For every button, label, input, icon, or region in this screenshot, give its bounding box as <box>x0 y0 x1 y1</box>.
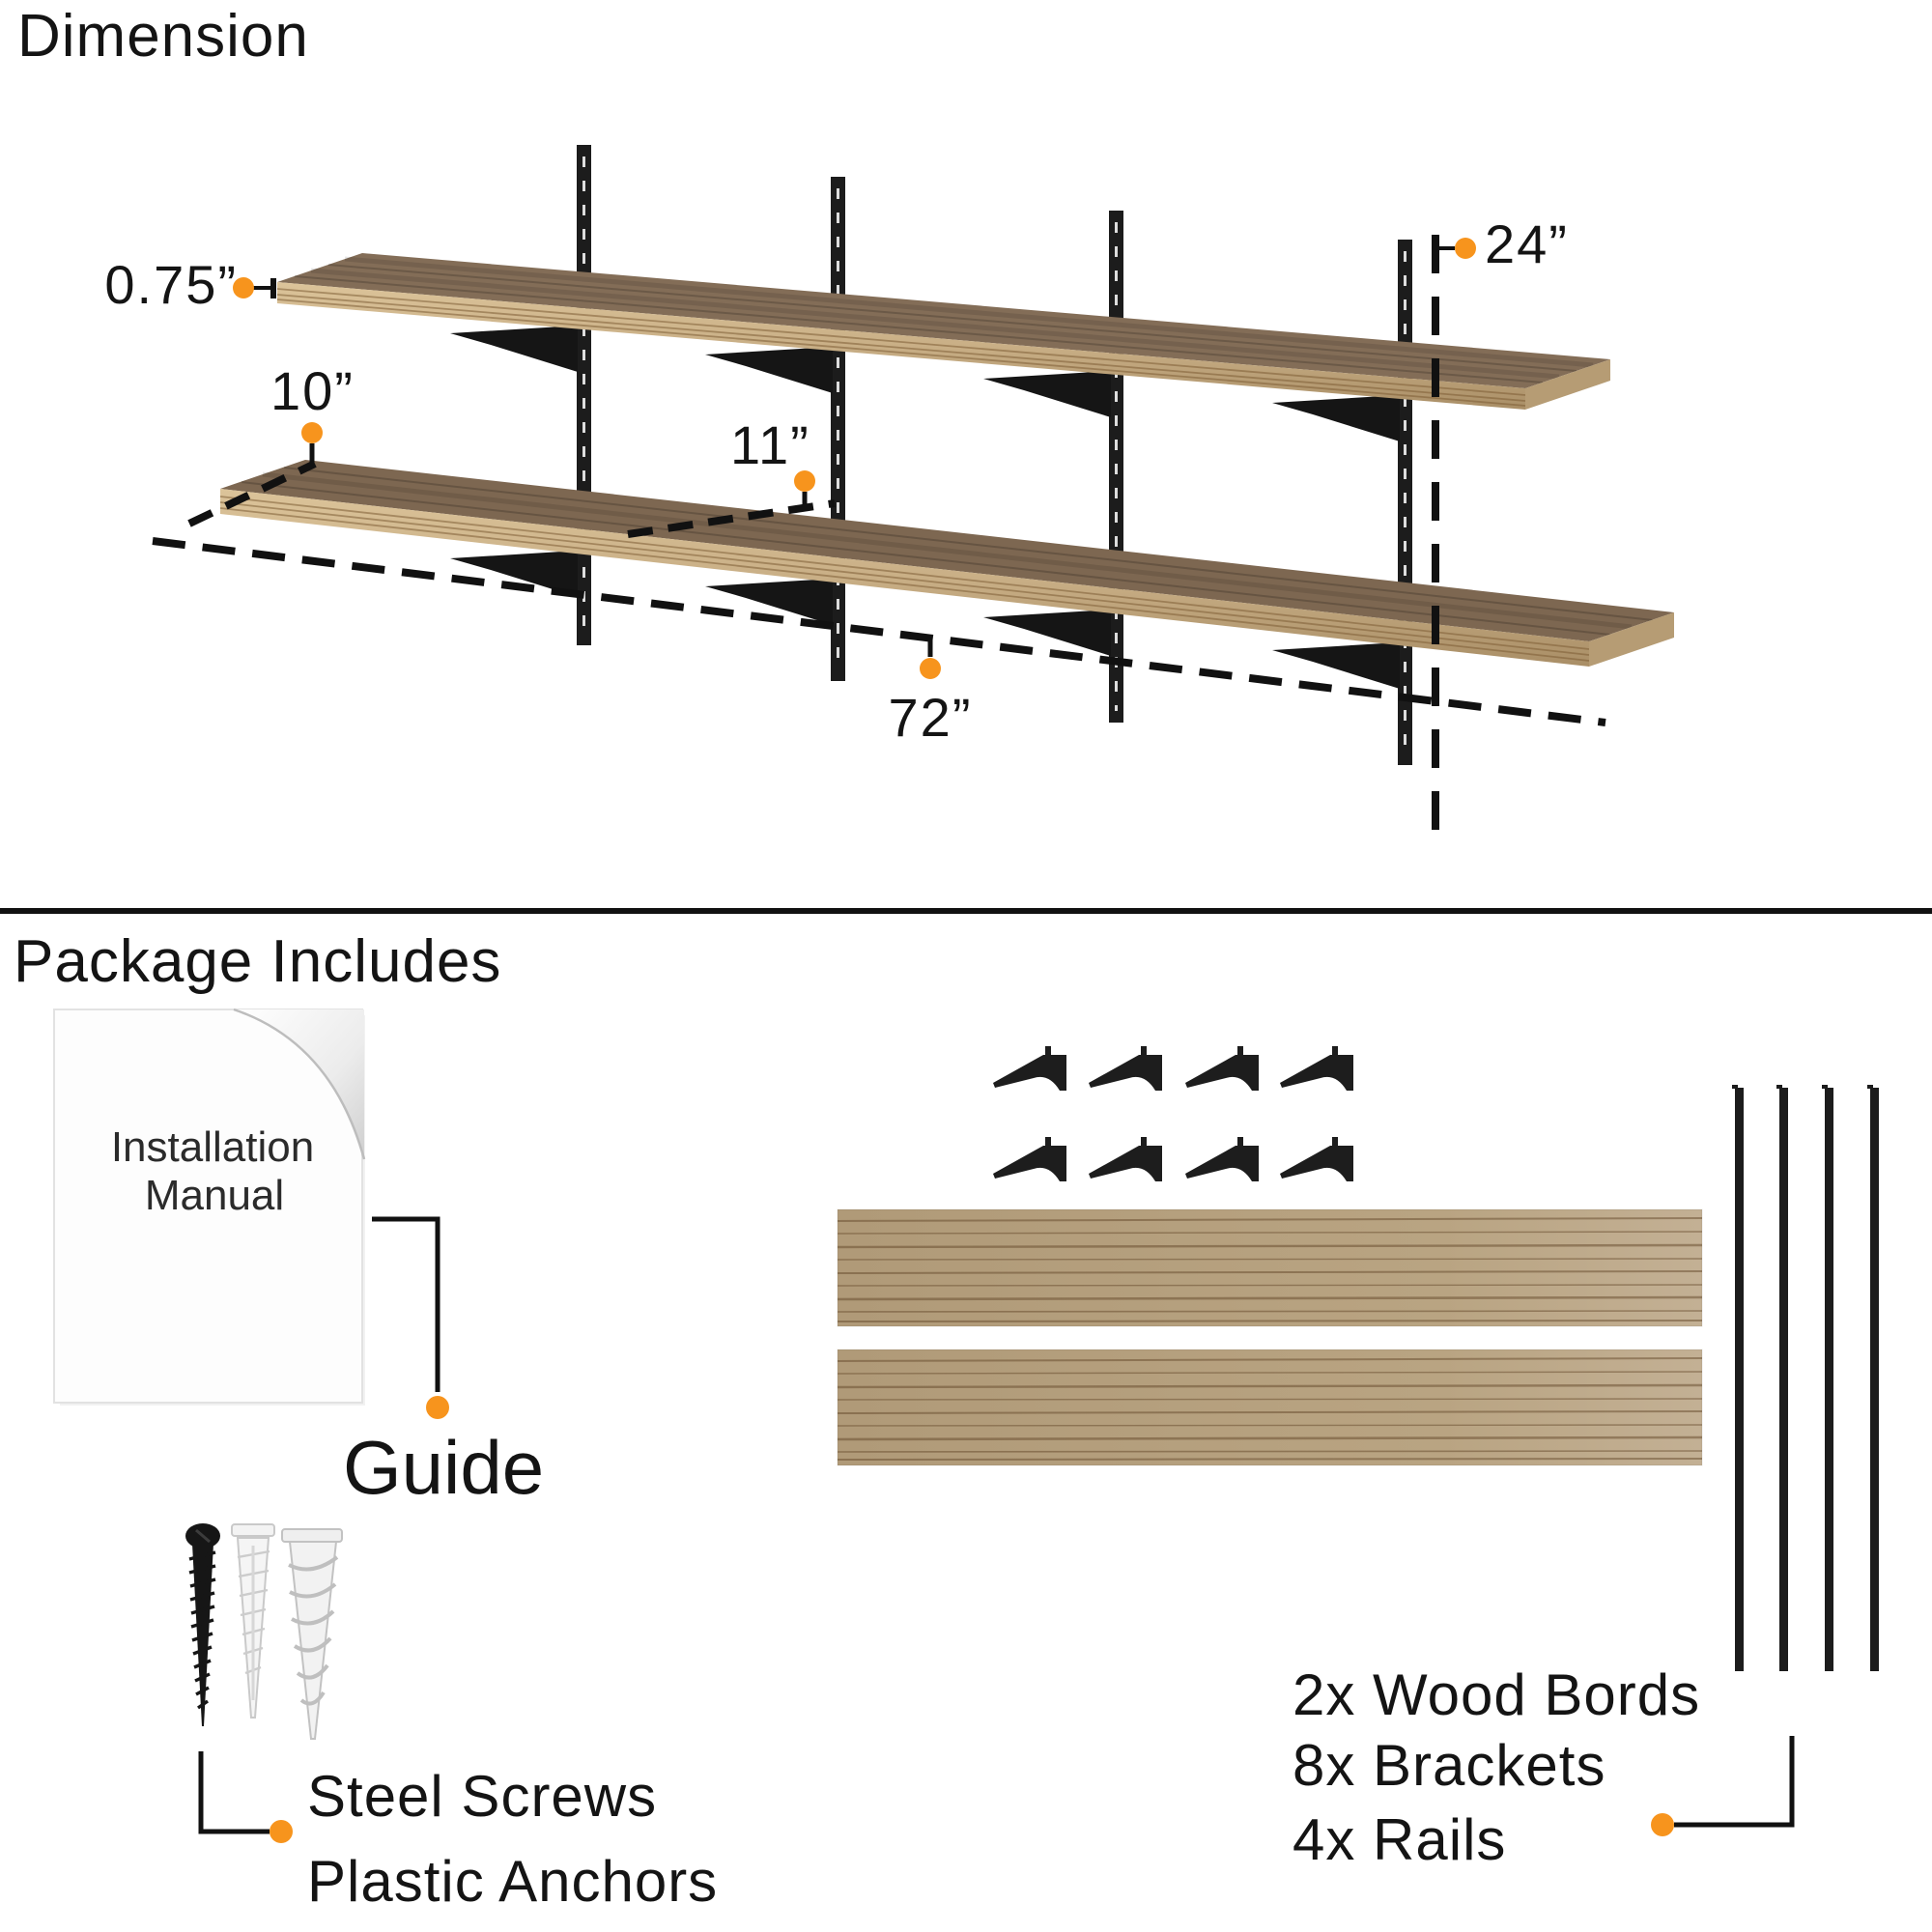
wall-rails <box>577 145 1412 765</box>
wall-rail-icon <box>1398 240 1412 765</box>
shelf-bracket-icon <box>450 551 578 597</box>
thickness-annotation: 0.75” <box>104 254 276 315</box>
wall-rail-icon <box>1109 211 1123 723</box>
manual-line2: Manual <box>145 1172 284 1219</box>
package-brackets <box>993 1046 1353 1181</box>
shelf-bracket-icon <box>705 579 833 625</box>
height-label: 24” <box>1485 213 1569 274</box>
section-divider <box>0 908 1932 914</box>
page-curl-icon <box>233 1008 366 1160</box>
upper-depth-annotation: 11” <box>627 414 836 538</box>
package-boards <box>837 1208 1703 1466</box>
package-rail-icon <box>1732 1085 1744 1671</box>
dimension-title: Dimension <box>17 3 309 70</box>
height-annotation: 24” <box>1432 213 1569 842</box>
contents-line-1: 2x Wood Bords <box>1293 1662 1700 1727</box>
package-bracket-icon <box>1185 1046 1259 1091</box>
installation-manual: Installation Manual Guide <box>53 1008 544 1510</box>
package-section: Package Includes Installation Manual Gui… <box>14 928 1879 1914</box>
shelf-bracket-icon <box>983 371 1111 417</box>
hardware-group: Steel Screws Plastic Anchors <box>185 1523 718 1914</box>
shelf-bracket-icon <box>1272 395 1400 441</box>
lower-depth-label: 10” <box>270 360 355 421</box>
shelf-bracket-icon <box>983 610 1111 656</box>
manual-line1: Installation <box>111 1123 314 1171</box>
marker-dot <box>794 470 815 492</box>
upper-shelf-board <box>276 253 1610 410</box>
shelf-bracket-icon <box>1272 642 1400 689</box>
package-wood-board <box>837 1208 1703 1327</box>
marker-dot <box>301 422 323 443</box>
package-wood-board <box>837 1349 1703 1466</box>
marker-dot <box>233 277 254 298</box>
shelf-brackets <box>450 326 1400 689</box>
package-bracket-icon <box>993 1137 1066 1181</box>
plywood-layers <box>219 496 1590 662</box>
package-bracket-icon <box>1185 1137 1259 1181</box>
package-rail-icon <box>1822 1085 1833 1671</box>
shelf-bracket-icon <box>450 326 578 372</box>
hardware-label-2: Plastic Anchors <box>307 1849 718 1914</box>
package-bracket-icon <box>1280 1137 1353 1181</box>
plywood-layers <box>276 288 1526 407</box>
marker-dot <box>920 658 941 679</box>
wall-rail-icon <box>577 145 591 645</box>
plastic-anchor-icon <box>231 1523 275 1719</box>
wood-grain <box>241 467 1654 636</box>
shelf-bracket-icon <box>705 347 833 393</box>
wood-grain <box>837 1357 1703 1461</box>
package-rails <box>1732 1085 1879 1671</box>
marker-dot <box>270 1820 293 1843</box>
wood-grain <box>837 1217 1703 1322</box>
self-drilling-anchor-icon <box>281 1528 343 1740</box>
guide-label: Guide <box>343 1425 544 1510</box>
hardware-label-1: Steel Screws <box>307 1764 657 1829</box>
marker-dot <box>1651 1813 1674 1836</box>
marker-dot <box>426 1396 449 1419</box>
thickness-label: 0.75” <box>104 254 238 315</box>
upper-depth-label: 11” <box>730 414 810 475</box>
marker-dot <box>1455 238 1476 259</box>
package-contents: 2x Wood Bords 8x Brackets 4x Rails <box>1293 1662 1795 1872</box>
dimension-section: Dimension <box>17 3 1674 842</box>
package-bracket-icon <box>993 1046 1066 1091</box>
dimension-annotations: 0.75” 10” 11” <box>104 213 1606 842</box>
lower-shelf-board <box>219 460 1674 667</box>
length-annotation: 72” <box>152 537 1606 748</box>
contents-line-2: 8x Brackets <box>1293 1733 1605 1798</box>
package-title: Package Includes <box>14 928 501 995</box>
screw-icon <box>185 1523 220 1726</box>
wall-rail-icon <box>831 177 845 681</box>
package-bracket-icon <box>1089 1137 1162 1181</box>
package-bracket-icon <box>1280 1046 1353 1091</box>
package-rail-icon <box>1776 1085 1788 1671</box>
length-label: 72” <box>889 687 973 748</box>
wood-grain <box>294 256 1594 384</box>
lower-depth-annotation: 10” <box>187 360 355 527</box>
package-bracket-icon <box>1089 1046 1162 1091</box>
contents-line-3: 4x Rails <box>1293 1807 1506 1872</box>
package-rail-icon <box>1867 1085 1879 1671</box>
